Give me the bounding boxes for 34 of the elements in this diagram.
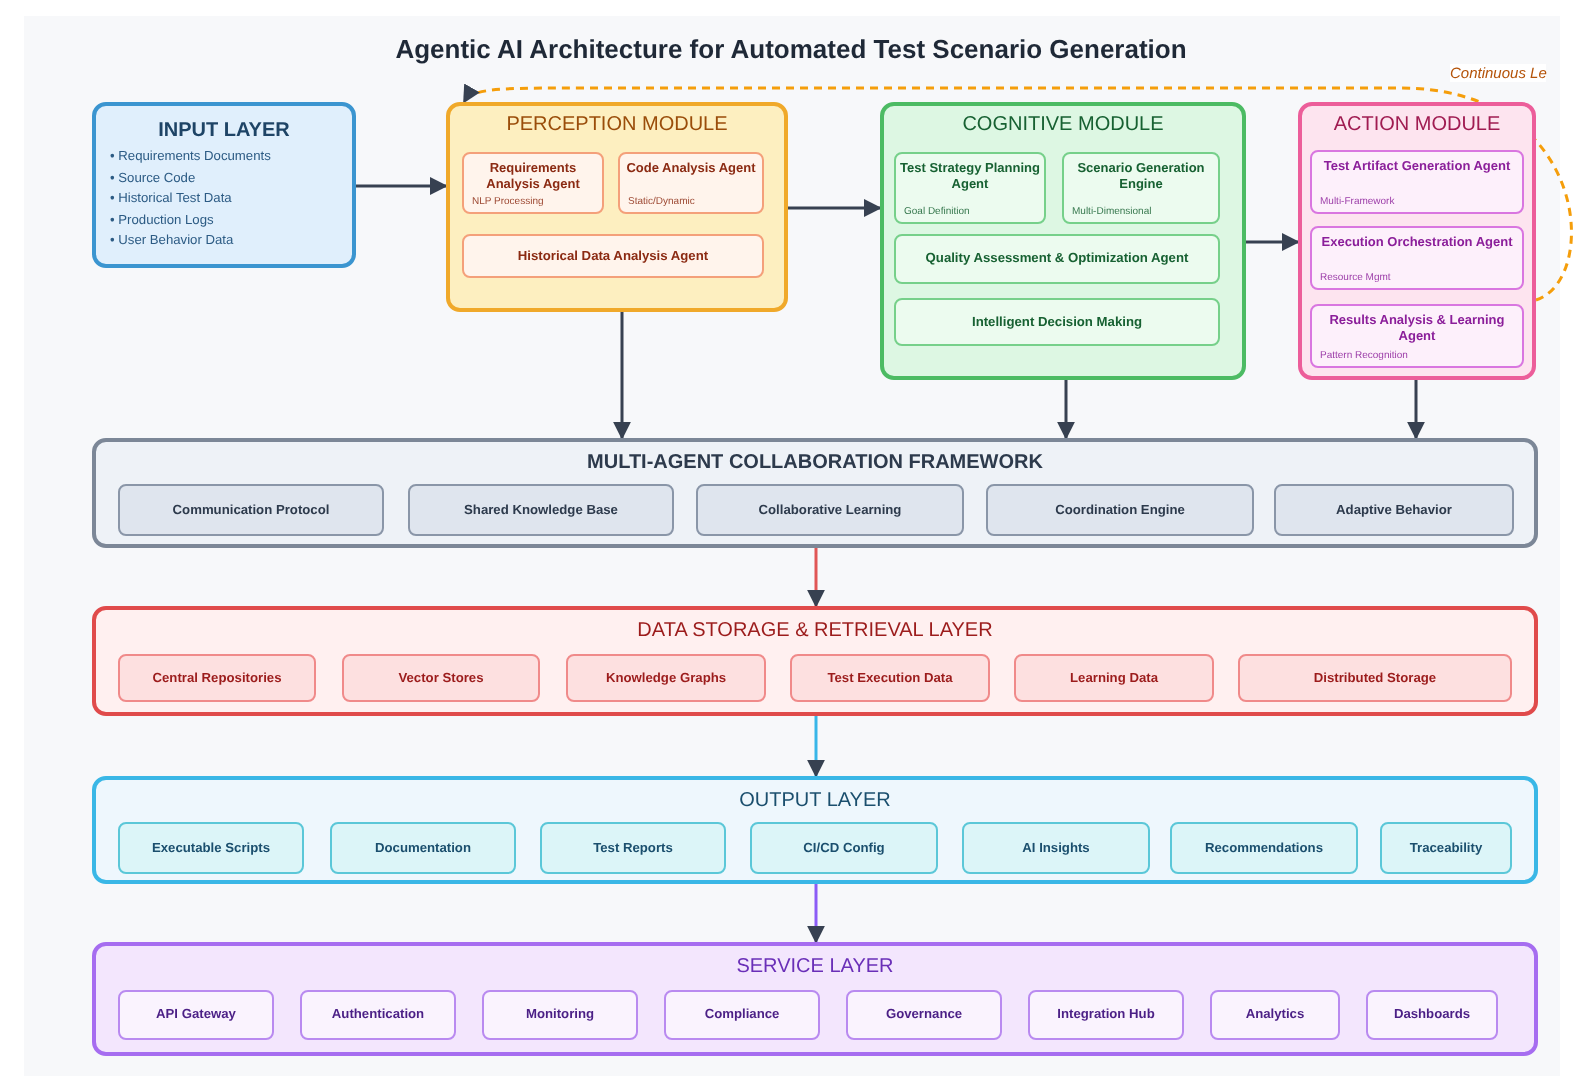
layer-panel <box>92 606 1538 716</box>
agent-box <box>894 152 1046 224</box>
agent-box <box>1062 152 1220 224</box>
panel-heading: SERVICE LAYER <box>734 956 896 978</box>
panel-heading: OUTPUT LAYER <box>737 790 893 812</box>
layer-panel <box>92 776 1538 884</box>
panel-heading: DATA STORAGE & RETRIEVAL LAYER <box>635 620 995 642</box>
panel-heading: INPUT LAYER <box>156 120 292 142</box>
arrow <box>1057 380 1075 440</box>
module-panel <box>1298 102 1536 380</box>
module-panel <box>446 102 788 312</box>
panel-heading: MULTI-AGENT COLLABORATION FRAMEWORK <box>585 452 1045 474</box>
agent-box <box>1310 226 1524 290</box>
arrow <box>1407 380 1425 440</box>
panel-heading: PERCEPTION MODULE <box>504 114 730 136</box>
arrow <box>356 177 448 195</box>
layer-panel <box>92 438 1538 548</box>
agent-box <box>1310 150 1524 214</box>
arrow <box>807 548 825 608</box>
agent-box <box>1310 304 1524 368</box>
arrow <box>613 312 631 440</box>
input-layer-panel <box>92 102 356 268</box>
panel-heading: ACTION MODULE <box>1331 114 1503 136</box>
agent-box <box>618 152 764 214</box>
arrow <box>1246 233 1300 251</box>
arrow <box>807 884 825 944</box>
feedback-arrow <box>462 83 1573 302</box>
module-panel <box>880 102 1246 380</box>
panel-heading: COGNITIVE MODULE <box>960 114 1166 136</box>
layer-panel <box>92 942 1538 1056</box>
diagram-title: Agentic AI Architecture for Automated Test Scenario Generation <box>393 34 1189 64</box>
arrow <box>807 716 825 778</box>
agent-box <box>462 152 604 214</box>
arrow <box>788 199 882 217</box>
